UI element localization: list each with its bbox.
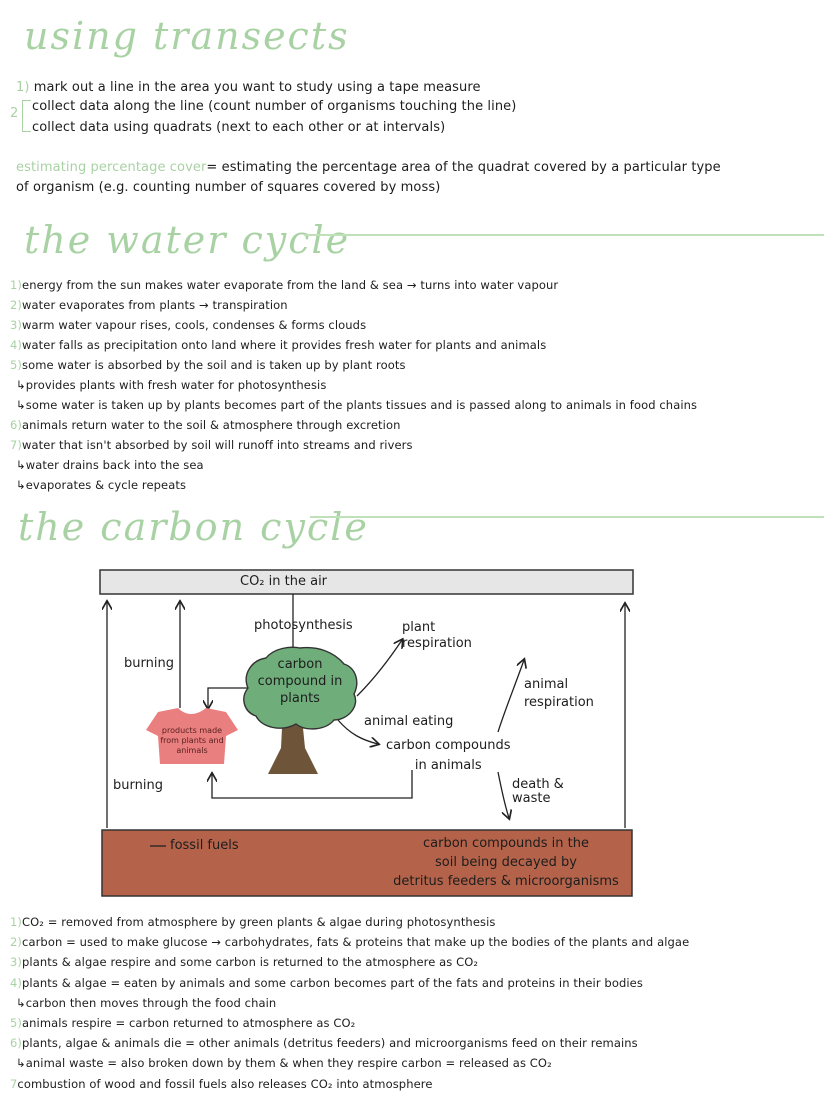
item-text: some water is absorbed by the soil and i… xyxy=(22,358,406,372)
step-2-brace xyxy=(22,100,31,132)
step-text: mark out a line in the area you want to … xyxy=(33,80,481,95)
tree-canopy xyxy=(243,646,358,730)
item-number: 5) xyxy=(10,1016,23,1030)
carbon-cycle-diagram: CO₂ in the air photosynthesis plant resp… xyxy=(0,560,828,900)
list-item: 2)carbon = used to make glucose → carboh… xyxy=(10,935,689,949)
item-number: 7) xyxy=(10,438,23,452)
heading-divider xyxy=(310,516,824,518)
soil-label: carbon compounds in the soil being decay… xyxy=(393,836,619,889)
transect-step-2b: collect data using quadrats (next to eac… xyxy=(32,120,446,135)
item-number: 7 xyxy=(10,1076,18,1091)
products-shirt xyxy=(146,708,238,764)
item-text: plants, algae & animals die = other anim… xyxy=(22,1036,638,1051)
list-item: 3)warm water vapour rises, cools, conden… xyxy=(10,318,366,332)
animals-to-products-arrow xyxy=(212,770,413,799)
list-item: 7combustion of wood and fossil fuels als… xyxy=(10,1077,433,1091)
item-number: 1) xyxy=(10,915,23,929)
item-text: ↳evaporates & cycle repeats xyxy=(16,478,187,492)
animal-respiration-arrow xyxy=(497,660,524,733)
item-number: 2) xyxy=(10,298,23,312)
list-item: 7)water that isn't absorbed by soil will… xyxy=(10,438,413,452)
list-item: 4)plants & algae = eaten by animals and … xyxy=(10,976,643,990)
item-text: plants & algae respire and some carbon i… xyxy=(22,955,479,970)
transect-step-1: 1) mark out a line in the area you want … xyxy=(16,80,481,95)
item-number: 6) xyxy=(10,1036,23,1051)
item-number: 6) xyxy=(10,418,23,432)
percentage-cover-definition-cont: of organism (e.g. counting number of squ… xyxy=(16,180,441,195)
item-number: 1) xyxy=(10,278,23,292)
definition-term: estimating percentage cover xyxy=(16,160,207,175)
item-text: ↳water drains back into the sea xyxy=(16,458,204,472)
list-item: 5)animals respire = carbon returned to a… xyxy=(10,1016,355,1030)
list-item: 5)some water is absorbed by the soil and… xyxy=(10,358,406,372)
plant-respiration-label: plant respiration xyxy=(402,620,472,651)
item-number: 4) xyxy=(10,338,23,352)
item-text: water evaporates from plants → transpira… xyxy=(22,298,288,312)
list-item: ↳some water is taken up by plants become… xyxy=(16,398,697,412)
soil-box xyxy=(101,829,633,897)
item-text: plants & algae = eaten by animals and so… xyxy=(22,975,643,990)
transect-step-2a: collect data along the line (count numbe… xyxy=(32,99,517,114)
tree-trunk xyxy=(268,708,318,774)
air-box xyxy=(99,569,634,595)
item-text: combustion of wood and fossil fuels also… xyxy=(17,1076,433,1091)
item-text: ↳provides plants with fresh water for ph… xyxy=(16,378,327,392)
list-item: 1)CO₂ = removed from atmosphere by green… xyxy=(10,915,495,929)
item-number: 4) xyxy=(10,975,23,990)
list-item: ↳water drains back into the sea xyxy=(16,458,204,472)
item-text: ↳carbon then moves through the food chai… xyxy=(16,995,277,1010)
heading-divider xyxy=(304,234,824,236)
list-item: ↳provides plants with fresh water for ph… xyxy=(16,378,326,392)
item-text: ↳animal waste = also broken down by them… xyxy=(16,1056,552,1071)
item-text: animals return water to the soil & atmos… xyxy=(22,418,401,432)
item-text: warm water vapour rises, cools, condense… xyxy=(22,318,367,332)
item-number: 5) xyxy=(10,358,23,372)
item-text: water falls as precipitation onto land w… xyxy=(22,338,547,352)
plants-to-products-arrow xyxy=(208,687,258,708)
item-text: water that isn't absorbed by soil will r… xyxy=(22,438,413,452)
percentage-cover-definition: estimating percentage cover= estimating … xyxy=(16,160,721,175)
list-item: ↳animal waste = also broken down by them… xyxy=(16,1056,552,1070)
air-label: CO₂ in the air xyxy=(240,574,328,589)
list-item: 4)water falls as precipitation onto land… xyxy=(10,338,546,352)
item-number: 3) xyxy=(10,955,23,970)
burning-top-label: burning xyxy=(124,656,174,671)
list-item: ↳evaporates & cycle repeats xyxy=(16,478,186,492)
list-item: 6)plants, algae & animals die = other an… xyxy=(10,1036,638,1050)
list-item: 2)water evaporates from plants → transpi… xyxy=(10,298,288,312)
item-number: 3) xyxy=(10,318,23,332)
plant-respiration-arrow xyxy=(356,640,402,697)
list-item: 1)energy from the sun makes water evapor… xyxy=(10,278,558,292)
list-item: ↳carbon then moves through the food chai… xyxy=(16,996,276,1010)
fossil-fuels-label: fossil fuels xyxy=(170,838,239,853)
death-waste-label: death & waste xyxy=(512,777,564,806)
animal-eating-label: animal eating xyxy=(364,714,454,729)
item-text: ↳some water is taken up by plants become… xyxy=(16,398,698,412)
products-label: products made from plants and animals xyxy=(160,726,224,755)
burning-bottom-label: burning xyxy=(113,778,163,793)
carbon-cycle-heading: the carbon cycle xyxy=(18,505,369,549)
water-cycle-heading: the water cycle xyxy=(24,218,351,262)
item-text: CO₂ = removed from atmosphere by green p… xyxy=(22,915,496,929)
carbon-animals-label: carbon compounds in animals xyxy=(386,738,511,773)
item-text: animals respire = carbon returned to atm… xyxy=(22,1016,356,1030)
list-item: 6)animals return water to the soil & atm… xyxy=(10,418,400,432)
item-text: energy from the sun makes water evaporat… xyxy=(22,278,559,292)
diagram-arrows xyxy=(99,569,634,897)
item-text: carbon = used to make glucose → carbohyd… xyxy=(22,935,690,950)
definition-text: = estimating the percentage area of the … xyxy=(206,160,721,175)
animal-respiration-label: animal respiration xyxy=(524,677,594,710)
photosynthesis-label: photosynthesis xyxy=(254,618,353,633)
list-item: 3)plants & algae respire and some carbon… xyxy=(10,955,478,969)
animal-eating-arrow xyxy=(337,719,378,744)
carbon-plants-label: carbon compound in plants xyxy=(257,657,343,706)
step-number: 2 xyxy=(10,106,19,121)
transects-heading: using transects xyxy=(24,14,350,58)
step-number: 1) xyxy=(16,80,30,95)
item-number: 2) xyxy=(10,935,23,950)
death-waste-arrow xyxy=(497,771,509,818)
